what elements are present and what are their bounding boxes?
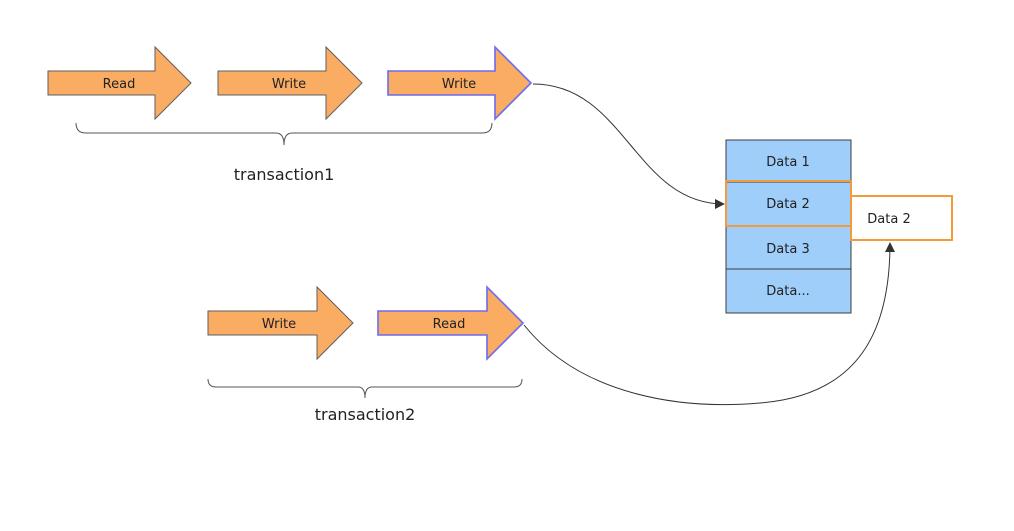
transaction2-label: transaction2: [315, 405, 416, 424]
write-to-data2-connector: [532, 83, 725, 209]
step-arrow-shape: [387, 45, 533, 121]
data-row-1[interactable]: Data 1: [725, 139, 852, 183]
step-label: Write: [442, 77, 476, 92]
copy-box-label: Data 2: [867, 212, 910, 227]
transaction2-group: Write Read transaction2: [207, 285, 525, 424]
data-cell-label: Data...: [766, 284, 809, 299]
transaction1-group: Read Write Write transaction1: [47, 45, 533, 184]
transaction1-step-write-2[interactable]: Write: [387, 45, 533, 121]
transaction1-label: transaction1: [234, 165, 335, 184]
data-cell-label: Data 3: [766, 242, 809, 257]
step-arrow-shape: [207, 285, 354, 361]
step-arrow-shape: [377, 285, 525, 361]
data-cell: [725, 268, 852, 314]
step-label: Read: [103, 77, 136, 92]
data-row-3[interactable]: Data 3: [725, 225, 852, 270]
transaction1-step-read[interactable]: Read: [47, 45, 192, 121]
step-label: Read: [433, 317, 466, 332]
transaction1-brace: [75, 122, 493, 146]
step-label: Write: [262, 317, 296, 332]
read-from-copy-connector: [523, 242, 895, 406]
transaction2-step-write[interactable]: Write: [207, 285, 354, 361]
transaction2-step-read[interactable]: Read: [377, 285, 525, 361]
step-arrow-shape: [217, 45, 363, 121]
data-row-more[interactable]: Data...: [725, 268, 852, 314]
step-label: Write: [272, 77, 306, 92]
copy-box-rect: [850, 195, 953, 241]
data-cell: [725, 181, 852, 227]
data-cell-label: Data 2: [766, 197, 809, 212]
transaction2-brace: [207, 378, 523, 399]
data-cell: [725, 139, 852, 183]
data-copy-box[interactable]: Data 2: [850, 195, 953, 241]
data-table: Data 1 Data 2 Data 3 Data...: [725, 139, 852, 314]
step-arrow-shape: [47, 45, 192, 121]
transaction1-step-write-1[interactable]: Write: [217, 45, 363, 121]
data-row-2[interactable]: Data 2: [725, 181, 852, 227]
data-cell-label: Data 1: [766, 155, 809, 170]
